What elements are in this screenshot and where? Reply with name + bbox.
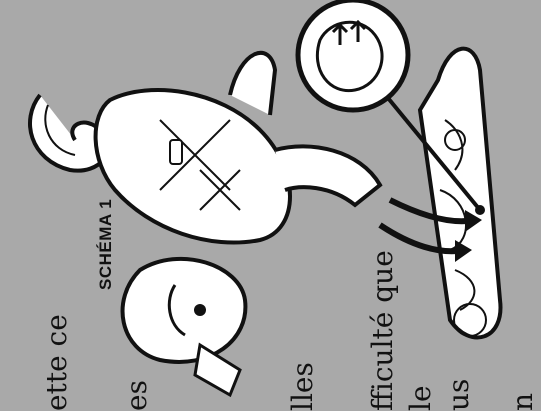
figure-label: SCHÉMA 1	[96, 199, 116, 290]
text-fragment-5: le	[404, 385, 437, 411]
figure-head	[123, 259, 246, 395]
text-fragment-3: lles	[286, 362, 319, 411]
snowboard	[420, 49, 500, 338]
text-fragment-7: n	[506, 393, 539, 411]
text-fragment-1: ette ce	[40, 314, 73, 411]
text-fragment-6: us	[442, 379, 475, 411]
text-fragment-4: fficulté que	[366, 250, 399, 411]
text-fragment-2: es	[120, 380, 153, 411]
inset-magnifier	[298, 0, 408, 110]
